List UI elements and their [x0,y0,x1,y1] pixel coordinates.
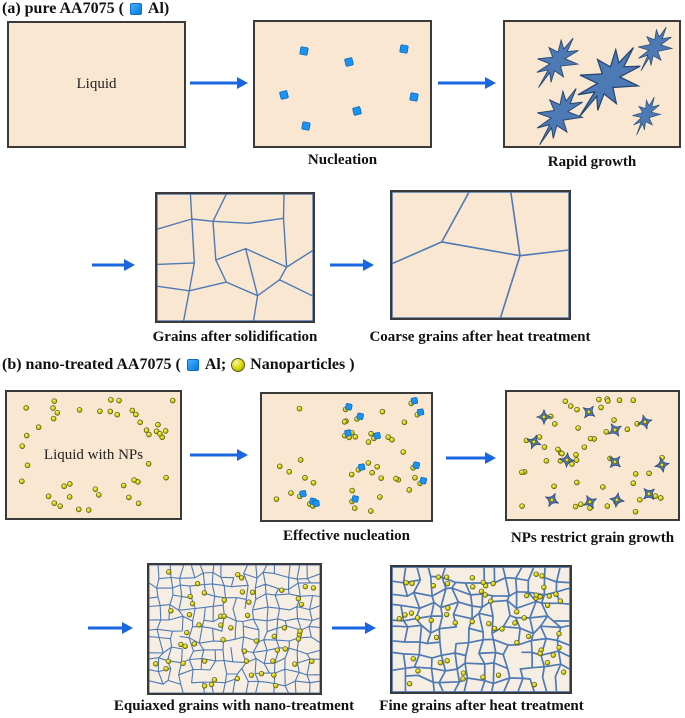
section-a-title-text: (a) pure AA7075 ( [2,0,124,17]
arrow-head [363,259,374,271]
section-b-al-label: Al; [204,356,227,373]
al-legend-icon [129,3,142,15]
nanoparticle-legend-icon [231,358,246,372]
arrow-shaft [190,81,238,85]
arrow-head [124,259,135,271]
flow-arrow-icon [332,619,376,637]
liquid-nps-svg [19,397,176,513]
caption-nps-restrict: NPs restrict grain growth [510,530,675,546]
arrow-shaft [332,626,366,630]
liquid-label: Liquid [76,76,117,93]
caption-effective-nucleation: Effective nucleation [282,528,411,544]
panel-b-fine-grains [390,565,572,694]
section-a-al-label: Al) [147,0,170,17]
arrow-shaft [446,456,486,460]
flow-arrow-icon [190,74,248,92]
panel-b-liquid-nps: Liquid with NPs [5,390,182,520]
flow-arrow-icon [88,619,133,637]
arrow-shaft [330,263,364,267]
grains-fine-svg [149,565,320,693]
caption-fine-grains: Fine grains after heat treatment [379,698,584,714]
grains-medium-svg [157,194,313,321]
panel-a-nucleation [253,20,432,148]
flow-arrow-icon [92,256,135,274]
section-a-title: (a) pure AA7075 ( Al) [2,0,169,18]
arrow-head [237,77,248,89]
panel-a-coarse-grains [390,190,571,320]
arrow-shaft [92,263,125,267]
grains-coarse-svg [392,192,569,318]
panel-b-equiaxed-grains [147,563,322,695]
restrict-growth-svg [519,396,672,515]
arrow-shaft [438,81,486,85]
caption-equiaxed-grains: Equiaxed grains with nano-treatment [113,698,355,714]
panel-a-liquid: Liquid [7,21,186,148]
arrow-head [365,622,376,634]
grains-fine2-svg [392,567,570,692]
flow-arrow-icon [446,449,496,467]
liquid-nps-text: Liquid with NPs [43,446,144,463]
panel-b-restrict-growth [505,390,680,521]
arrow-head [122,622,133,634]
flow-arrow-icon [330,256,374,274]
arrow-head [237,449,248,461]
panel-a-rapid-growth [503,20,681,148]
al-legend-icon [186,359,199,371]
arrow-head [485,77,496,89]
caption-grains-solidification: Grains after solidification [152,329,318,345]
section-b-title-text: (b) nano-treated AA7075 ( [2,356,181,373]
caption-nucleation: Nucleation [307,152,378,168]
arrow-shaft [88,626,123,630]
caption-coarse-grains: Coarse grains after heat treatment [369,329,591,345]
arrow-shaft [190,453,238,457]
flow-arrow-icon [190,446,248,464]
nucleation-sites-svg [279,44,419,131]
caption-rapid-growth: Rapid growth [547,154,637,170]
section-b-title: (b) nano-treated AA7075 ( Al; Nanopartic… [2,356,355,374]
liquid-nps-label: Liquid with NPs [7,392,180,518]
panel-a-grains [155,192,315,323]
panel-b-effective-nucleation [260,392,433,522]
section-b-np-label: Nanoparticles ) [250,356,355,373]
flow-arrow-icon [438,74,496,92]
arrow-head [485,452,496,464]
effective-nucleation-svg [273,397,428,514]
dendrites-svg [522,22,679,146]
